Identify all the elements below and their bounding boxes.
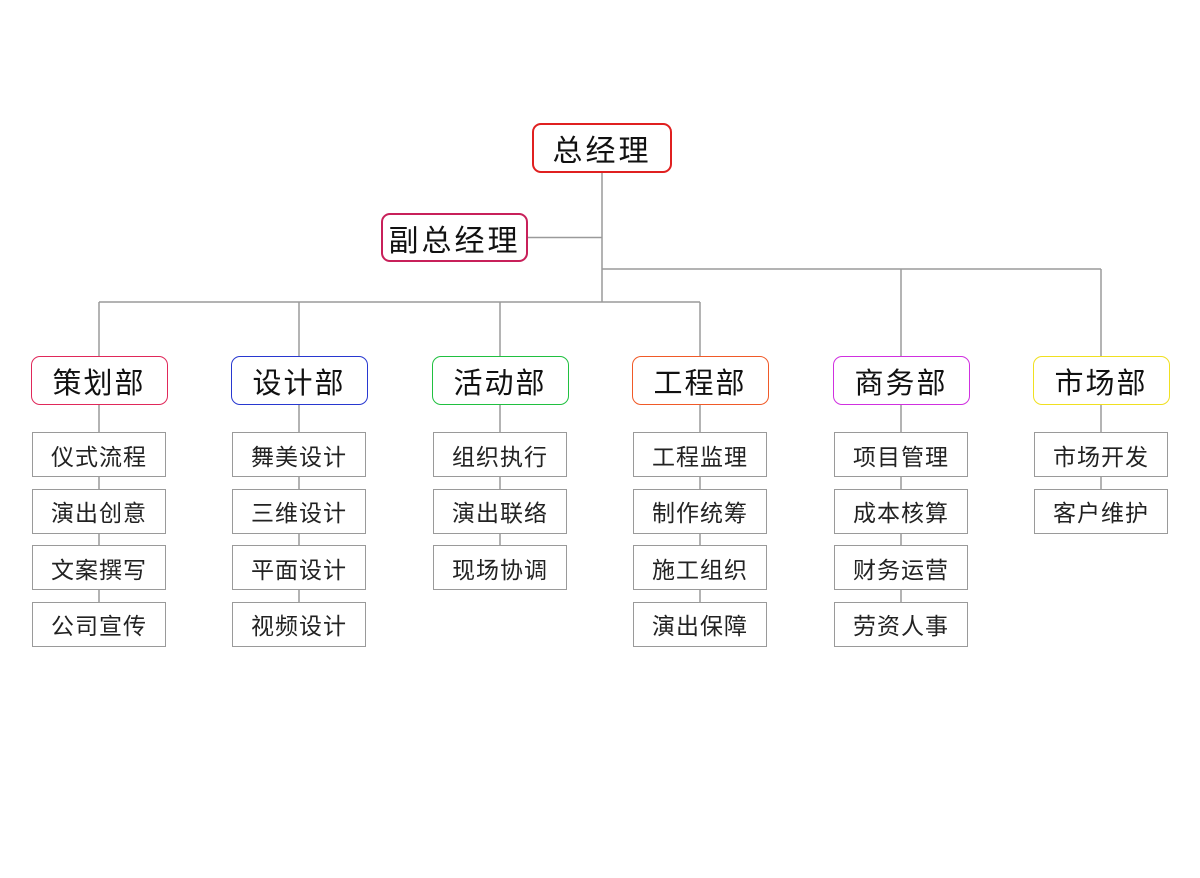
sub-unit-label: 成本核算 <box>853 501 949 527</box>
sub-unit-box: 舞美设计 <box>232 432 366 477</box>
sub-unit-label: 财务运营 <box>853 557 949 584</box>
sub-unit-label: 工程监理 <box>652 444 748 471</box>
sub-unit-box: 财务运营 <box>834 545 968 590</box>
sub-unit-label: 现场协调 <box>452 557 548 584</box>
sub-unit-box: 项目管理 <box>834 432 968 477</box>
general-manager-box: 总经理 <box>532 123 672 173</box>
sub-unit-label: 劳资人事 <box>853 614 949 640</box>
sub-unit-box: 劳资人事 <box>834 601 968 647</box>
general-manager-label: 总经理 <box>552 134 652 169</box>
sub-unit-box: 制作统筹 <box>633 488 767 534</box>
sub-unit-label: 文案撰写 <box>51 557 147 584</box>
sub-unit-box: 演出联络 <box>433 488 567 534</box>
sub-unit-box: 公司宣传 <box>32 601 166 647</box>
sub-unit-label: 项目管理 <box>853 444 949 471</box>
sub-unit-label: 仪式流程 <box>51 444 147 471</box>
sub-unit-label: 演出创意 <box>51 501 147 527</box>
vice-general-manager-label: 副总经理 <box>388 223 521 259</box>
sub-unit-label: 演出联络 <box>452 501 548 527</box>
department-label: 工程部 <box>653 365 747 400</box>
sub-unit-label: 三维设计 <box>251 501 347 527</box>
sub-unit-box: 组织执行 <box>433 432 567 477</box>
department-box: 策划部 <box>30 356 168 405</box>
sub-unit-label: 公司宣传 <box>51 614 147 640</box>
department-label: 商务部 <box>854 365 948 400</box>
sub-unit-box: 仪式流程 <box>32 432 166 477</box>
department-label: 策划部 <box>52 365 146 400</box>
department-box: 活动部 <box>431 356 569 405</box>
sub-unit-box: 三维设计 <box>232 488 366 534</box>
sub-unit-label: 组织执行 <box>452 444 548 471</box>
sub-unit-box: 视频设计 <box>232 601 366 647</box>
sub-unit-label: 制作统筹 <box>652 501 748 527</box>
department-label: 活动部 <box>453 365 547 400</box>
sub-unit-box: 市场开发 <box>1034 432 1168 477</box>
vice-general-manager-box: 副总经理 <box>381 213 528 262</box>
department-label: 设计部 <box>252 365 346 400</box>
department-box: 商务部 <box>832 356 970 405</box>
department-box: 设计部 <box>230 356 368 405</box>
department-box: 工程部 <box>631 356 769 405</box>
sub-unit-box: 施工组织 <box>633 545 767 590</box>
sub-unit-label: 施工组织 <box>652 557 748 584</box>
sub-unit-box: 演出保障 <box>633 601 767 647</box>
sub-unit-label: 演出保障 <box>652 614 748 640</box>
sub-unit-label: 平面设计 <box>251 557 347 584</box>
sub-unit-box: 演出创意 <box>32 488 166 534</box>
sub-unit-label: 客户维护 <box>1053 501 1149 527</box>
sub-unit-box: 平面设计 <box>232 545 366 590</box>
sub-unit-label: 舞美设计 <box>251 444 347 471</box>
sub-unit-box: 文案撰写 <box>32 545 166 590</box>
sub-unit-label: 视频设计 <box>251 614 347 640</box>
department-label: 市场部 <box>1054 365 1148 400</box>
department-box: 市场部 <box>1032 356 1170 405</box>
sub-unit-box: 现场协调 <box>433 545 567 590</box>
sub-unit-box: 工程监理 <box>633 432 767 477</box>
sub-unit-label: 市场开发 <box>1053 444 1149 471</box>
sub-unit-box: 成本核算 <box>834 488 968 534</box>
sub-unit-box: 客户维护 <box>1034 488 1168 534</box>
